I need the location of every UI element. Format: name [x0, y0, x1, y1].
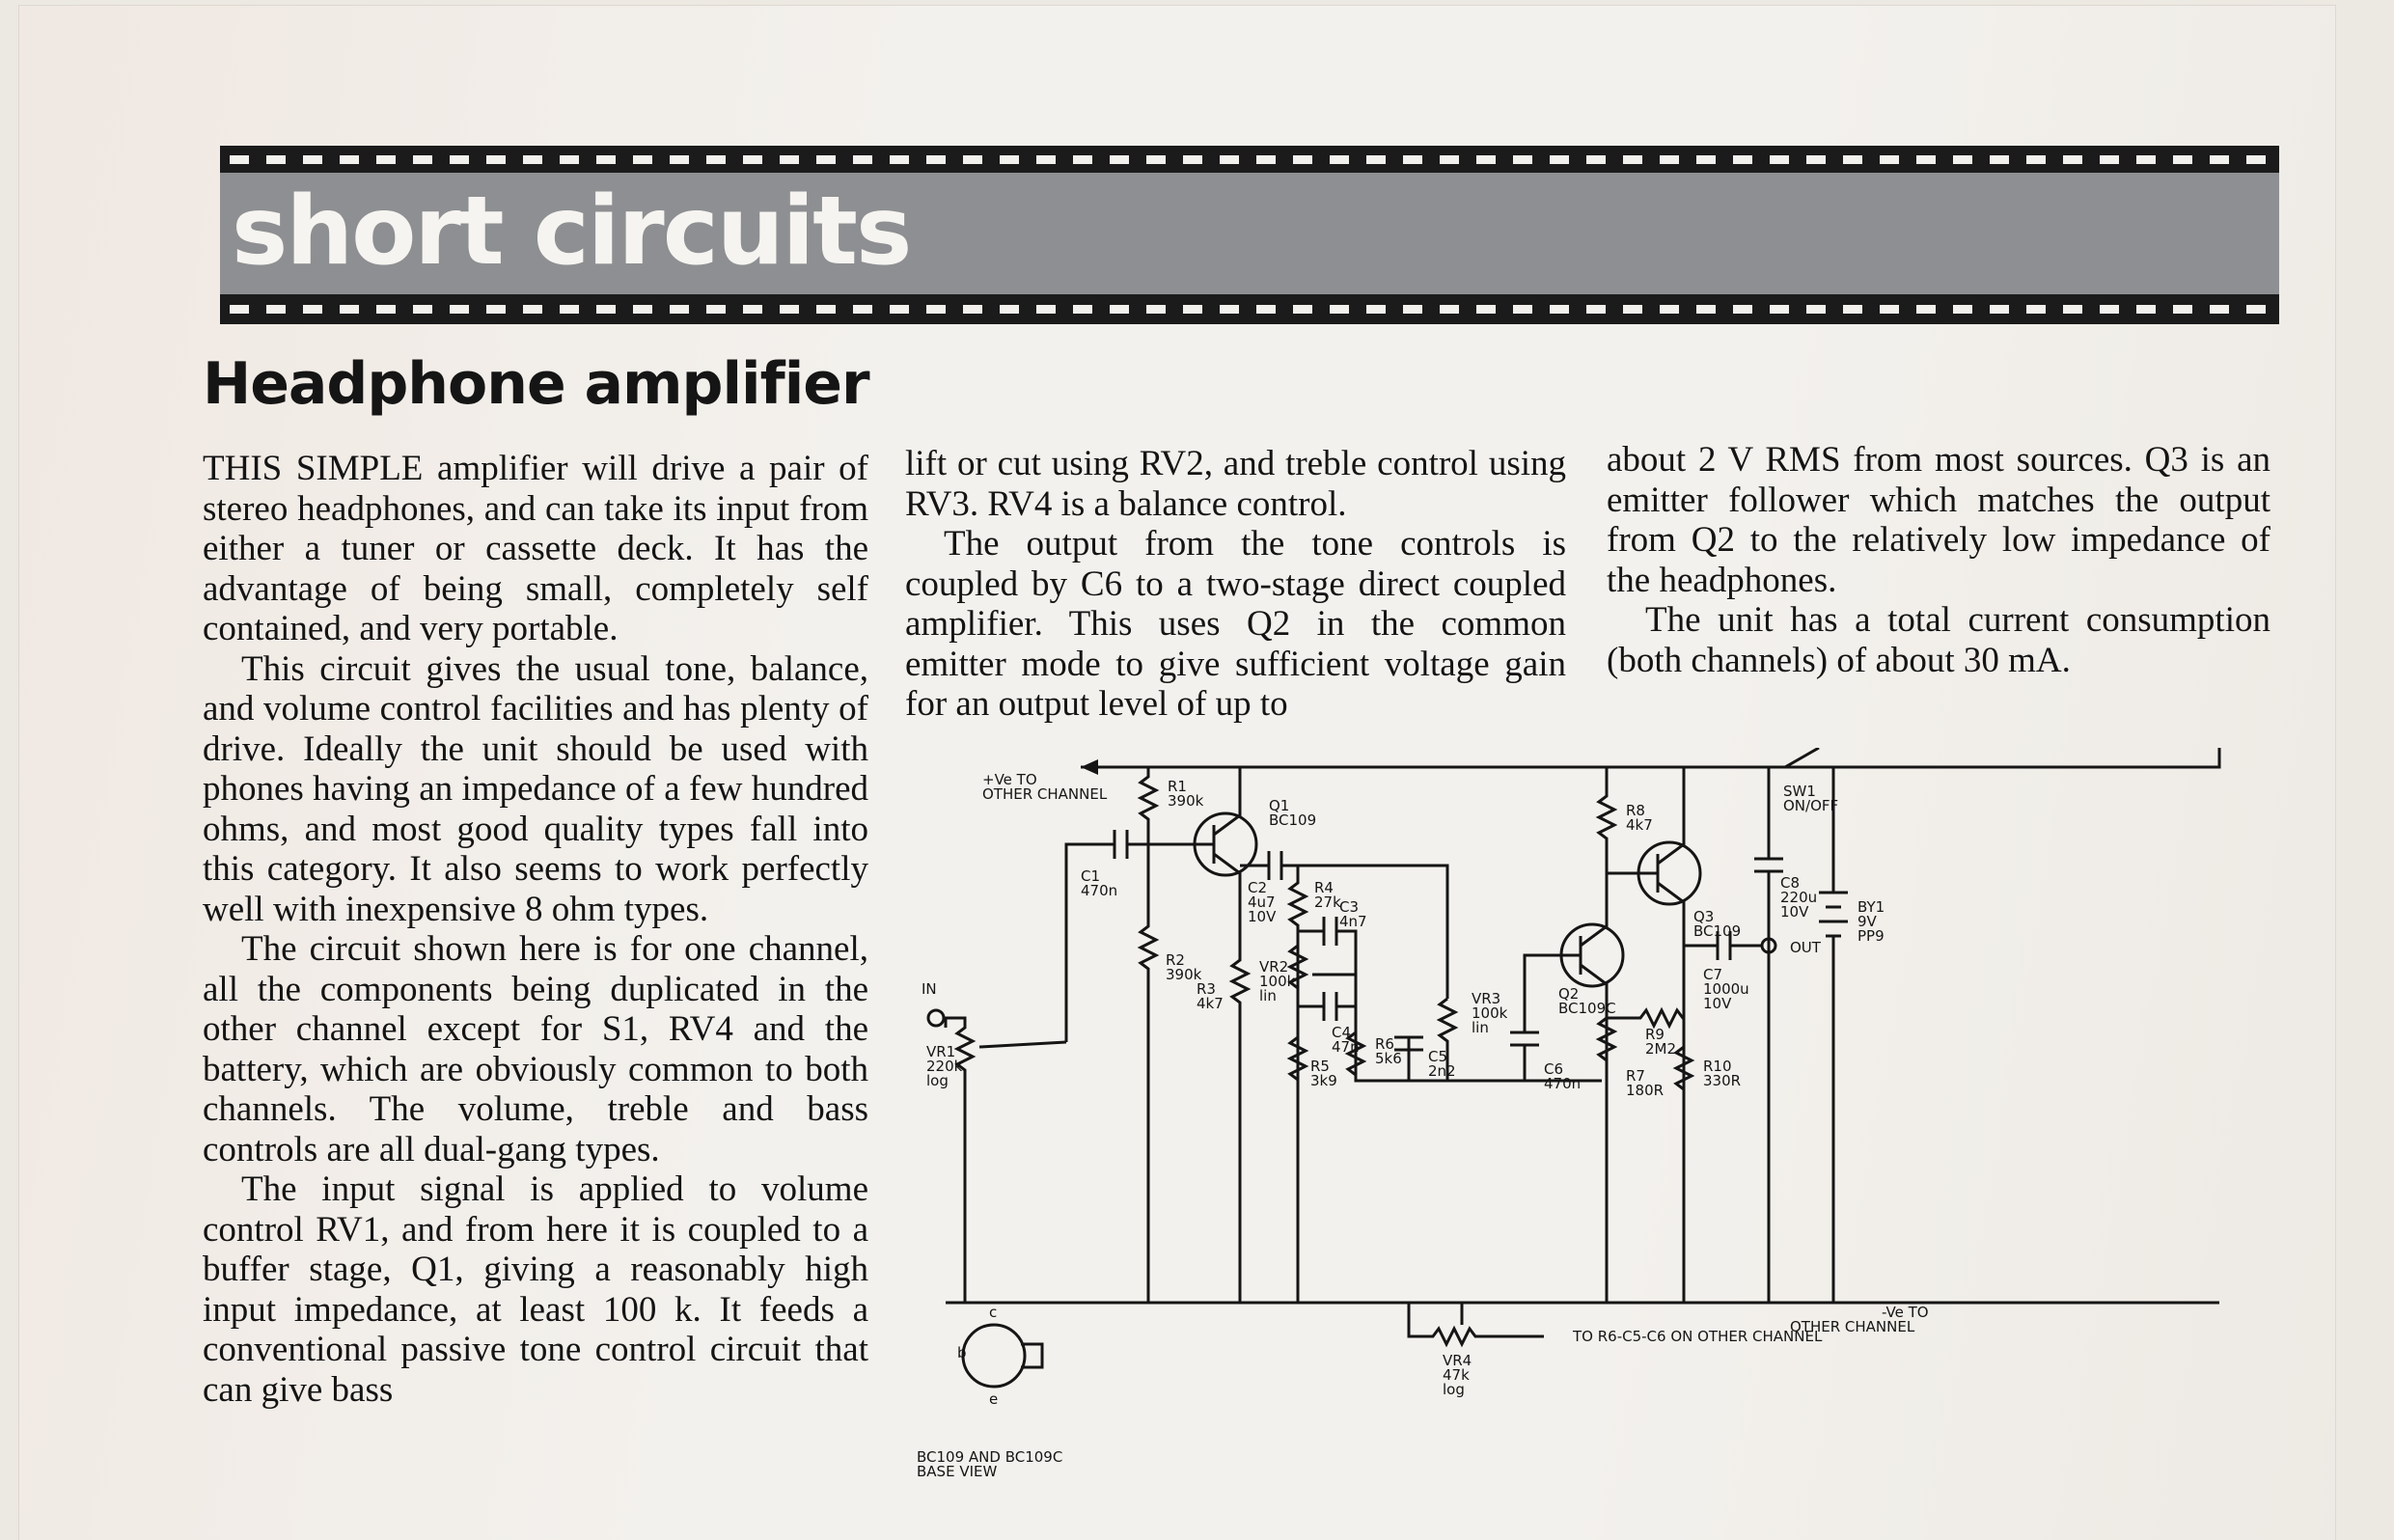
paragraph: This circuit gives the usual tone, balan… [203, 648, 868, 929]
svg-text:47n: 47n [1332, 1038, 1360, 1056]
svg-text:+Ve TO: +Ve TO [982, 771, 1037, 788]
svg-text:BC109: BC109 [1693, 922, 1741, 940]
svg-text:b: b [957, 1344, 967, 1361]
svg-text:OUT: OUT [1790, 939, 1822, 956]
svg-text:C5: C5 [1428, 1048, 1447, 1065]
svg-text:390k: 390k [1168, 792, 1204, 810]
svg-text:C3: C3 [1339, 898, 1359, 916]
svg-text:R1: R1 [1168, 778, 1187, 795]
paragraph: The output from the tone controls is cou… [905, 524, 1566, 724]
svg-text:220k: 220k [926, 1058, 963, 1075]
svg-text:R7: R7 [1626, 1067, 1645, 1085]
svg-text:-Ve TO: -Ve TO [1882, 1304, 1929, 1321]
svg-text:390k: 390k [1166, 966, 1202, 983]
svg-text:27k: 27k [1314, 894, 1341, 911]
svg-text:C2: C2 [1248, 879, 1267, 896]
paragraph: The unit has a total current con­sumptio… [1607, 600, 2270, 680]
svg-text:BC109C: BC109C [1558, 1000, 1616, 1017]
circuit-schematic: +Ve TO OTHER CHANNEL R1 390k Q1 BC109 C1… [907, 746, 2287, 1529]
section-banner: short circuits [220, 146, 2279, 334]
svg-text:OTHER CHANNEL: OTHER CHANNEL [1790, 1318, 1915, 1335]
svg-text:220u: 220u [1780, 889, 1817, 906]
svg-text:4k7: 4k7 [1626, 816, 1653, 834]
svg-text:4u7: 4u7 [1248, 894, 1276, 911]
svg-text:R4: R4 [1314, 879, 1334, 896]
svg-text:9V: 9V [1857, 913, 1878, 930]
svg-text:VR3: VR3 [1472, 990, 1500, 1007]
svg-text:ON/OFF: ON/OFF [1783, 797, 1838, 814]
svg-text:C7: C7 [1703, 966, 1722, 983]
svg-text:R6: R6 [1375, 1035, 1394, 1053]
svg-text:2n2: 2n2 [1428, 1062, 1456, 1080]
svg-text:330R: 330R [1703, 1072, 1741, 1089]
svg-text:VR4: VR4 [1443, 1352, 1472, 1369]
paragraph: lift or cut using RV2, and treble contro… [905, 444, 1566, 524]
paragraph: The input signal is applied to volume co… [203, 1169, 868, 1410]
banner-title: short circuits [232, 177, 912, 287]
svg-text:OTHER CHANNEL: OTHER CHANNEL [982, 785, 1108, 803]
svg-text:R3: R3 [1197, 980, 1216, 998]
svg-text:10V: 10V [1780, 903, 1809, 921]
svg-text:C4: C4 [1332, 1024, 1351, 1041]
svg-text:e: e [989, 1390, 998, 1408]
svg-text:4n7: 4n7 [1339, 913, 1367, 930]
svg-text:BC109 AND BC109C: BC109 AND BC109C [917, 1448, 1062, 1466]
svg-text:Q3: Q3 [1693, 908, 1714, 925]
svg-text:IN: IN [922, 980, 937, 998]
svg-text:R8: R8 [1626, 802, 1645, 819]
svg-text:C6: C6 [1544, 1060, 1563, 1078]
svg-text:R9: R9 [1645, 1026, 1665, 1043]
svg-text:log: log [926, 1072, 949, 1089]
svg-text:BASE VIEW: BASE VIEW [917, 1463, 997, 1480]
film-strip-bottom [220, 294, 2279, 324]
svg-text:4k7: 4k7 [1197, 995, 1224, 1012]
svg-text:BY1: BY1 [1857, 898, 1885, 916]
svg-text:SW1: SW1 [1783, 783, 1816, 800]
svg-text:47k: 47k [1443, 1366, 1470, 1384]
article-title: Headphone amplifier [203, 350, 870, 418]
paragraph: THIS SIMPLE amplifier will drive a pair … [203, 449, 868, 648]
svg-text:5k6: 5k6 [1375, 1050, 1402, 1067]
svg-text:R10: R10 [1703, 1058, 1732, 1075]
svg-text:470n: 470n [1544, 1075, 1581, 1092]
svg-text:c: c [989, 1304, 997, 1321]
svg-text:470n: 470n [1081, 882, 1117, 899]
text-column-1: THIS SIMPLE amplifier will drive a pair … [203, 449, 868, 1410]
svg-text:R5: R5 [1310, 1058, 1330, 1075]
svg-text:lin: lin [1472, 1019, 1489, 1036]
svg-text:Q2: Q2 [1558, 985, 1579, 1003]
film-holes [230, 155, 2270, 164]
svg-text:10V: 10V [1703, 995, 1732, 1012]
svg-text:log: log [1443, 1381, 1465, 1398]
svg-text:lin: lin [1259, 987, 1277, 1004]
svg-text:C8: C8 [1780, 874, 1800, 892]
svg-text:Q1: Q1 [1269, 797, 1289, 814]
svg-text:VR2: VR2 [1259, 958, 1288, 976]
svg-text:VR1: VR1 [926, 1043, 955, 1060]
svg-text:180R: 180R [1626, 1082, 1664, 1099]
schematic-wires [926, 746, 2221, 1389]
paragraph: The circuit shown here is for one channe… [203, 929, 868, 1169]
text-column-2: lift or cut using RV2, and treble contro… [905, 444, 1566, 725]
schematic-labels: +Ve TO OTHER CHANNEL R1 390k Q1 BC109 C1… [917, 771, 1929, 1480]
svg-text:C1: C1 [1081, 867, 1100, 885]
svg-text:3k9: 3k9 [1310, 1072, 1337, 1089]
svg-text:100k: 100k [1472, 1004, 1508, 1022]
paragraph: about 2 V RMS from most sources. Q3 is a… [1607, 440, 2270, 600]
svg-text:1000u: 1000u [1703, 980, 1749, 998]
schematic-svg: +Ve TO OTHER CHANNEL R1 390k Q1 BC109 C1… [917, 746, 2221, 1480]
svg-text:BC109: BC109 [1269, 811, 1316, 829]
film-holes [230, 305, 2270, 314]
svg-text:2M2: 2M2 [1645, 1040, 1676, 1058]
banner-band [220, 173, 2279, 294]
svg-text:100k: 100k [1259, 973, 1296, 990]
text-column-3: about 2 V RMS from most sources. Q3 is a… [1607, 440, 2270, 680]
svg-text:10V: 10V [1248, 908, 1277, 925]
film-strip-top [220, 146, 2279, 173]
svg-text:TO R6-C5-C6 ON OTHER CHANNEL: TO R6-C5-C6 ON OTHER CHANNEL [1572, 1328, 1823, 1345]
svg-text:R2: R2 [1166, 951, 1185, 969]
svg-text:PP9: PP9 [1857, 927, 1885, 945]
